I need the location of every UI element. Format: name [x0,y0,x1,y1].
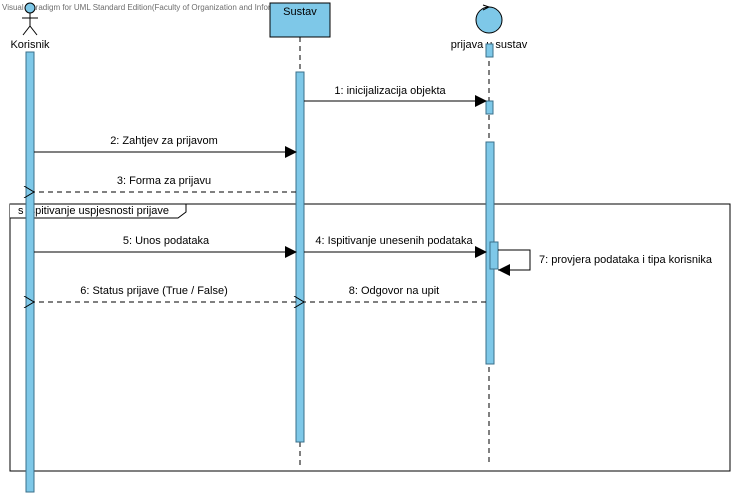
activation-korisnik [25,51,35,493]
watermark-text: Visual Paradigm for UML Standard Edition… [2,3,297,12]
message-1[interactable]: 1: inicijalizacija objekta [304,85,487,107]
activation-prijava-init [485,100,494,115]
message-6[interactable]: 6: Status prijave (True / False) [34,285,296,302]
message-3-label: 3: Forma za prijavu [117,175,211,187]
message-6-label: 6: Status prijave (True / False) [80,285,228,297]
message-4[interactable]: 4: Ispitivanje unesenih podataka [304,235,487,258]
message-7[interactable]: 7: provjera podataka i tipa korisnika [498,249,713,276]
message-5-label: 5: Unos podataka [123,235,210,247]
activation-prijava-create [485,43,494,58]
message-7-label: 7: provjera podataka i tipa korisnika [539,254,713,266]
combined-fragment: s Ispitivanje uspjesnosti prijave [9,203,731,472]
fragment-frame [9,203,731,472]
message-2[interactable]: 2: Zahtjev za prijavom [34,135,297,158]
participant-sustav[interactable]: Sustav [269,2,331,38]
message-2-label: 2: Zahtjev za prijavom [110,135,218,147]
activation-prijava-self [489,241,499,270]
fragment-label-tab [10,203,187,219]
message-4-label: 4: Ispitivanje unesenih podataka [315,235,473,247]
message-3[interactable]: 3: Forma za prijavu [34,175,296,192]
participant-sustav-label: Sustav [283,6,317,18]
sustav-object-box [269,2,331,38]
control-circle-icon [475,4,503,34]
fragment-label: s Ispitivanje uspjesnosti prijave [18,205,169,217]
participant-korisnik-label: Korisnik [10,39,50,51]
participant-korisnik[interactable]: Korisnik [10,2,50,51]
message-8-label: 8: Odgovor na upit [349,285,440,297]
message-8[interactable]: 8: Odgovor na upit [304,285,486,302]
message-1-label: 1: inicijalizacija objekta [334,85,446,97]
message-5[interactable]: 5: Unos podataka [34,235,297,258]
actor-stick-figure-icon [22,2,38,36]
activation-sustav [295,71,305,443]
